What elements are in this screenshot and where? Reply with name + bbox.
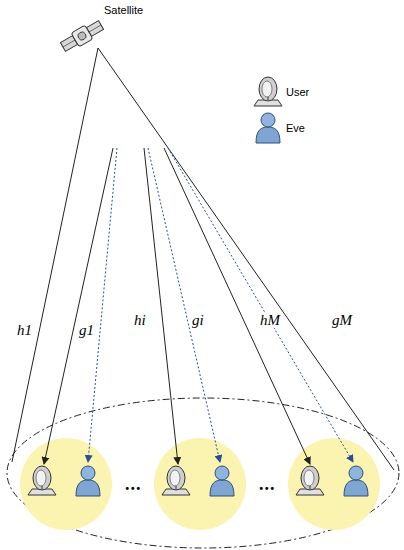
channel-label: gi (191, 313, 205, 328)
user-terminal-icon (296, 466, 324, 495)
legend-text: Eve (286, 123, 305, 134)
user-terminal-icon (254, 77, 282, 106)
channel-label: h1 (16, 323, 33, 338)
eavesdrop-arrow (168, 148, 353, 462)
legend-text: User (286, 87, 309, 98)
eavesdropper-icon (256, 113, 280, 143)
channel-arrow (44, 148, 113, 464)
cell-circle (288, 438, 380, 530)
user-terminal-icon (162, 466, 190, 495)
beam-edge (12, 48, 98, 462)
channel-arrow (144, 148, 178, 464)
beam-edge (98, 48, 394, 470)
node-name: Satellite (104, 5, 143, 16)
channel-arrow (164, 148, 310, 464)
eavesdrop-arrow (88, 148, 117, 462)
channel-label: gM (331, 313, 353, 328)
coverage-ellipse (7, 398, 399, 548)
channel-label: hM (259, 313, 281, 328)
satellite-icon (59, 18, 105, 54)
user-terminal-icon (28, 466, 56, 495)
cell-circle (154, 438, 246, 530)
eavesdropper-icon (210, 466, 234, 496)
channel-label: g1 (78, 323, 95, 338)
eavesdropper-icon (344, 466, 368, 496)
channel-label: hi (133, 313, 147, 328)
eavesdropper-icon (76, 466, 100, 496)
ellipsis: ... (259, 475, 276, 493)
ellipsis: ... (125, 475, 142, 493)
cell-circle (20, 438, 112, 530)
eavesdrop-arrow (148, 148, 220, 462)
